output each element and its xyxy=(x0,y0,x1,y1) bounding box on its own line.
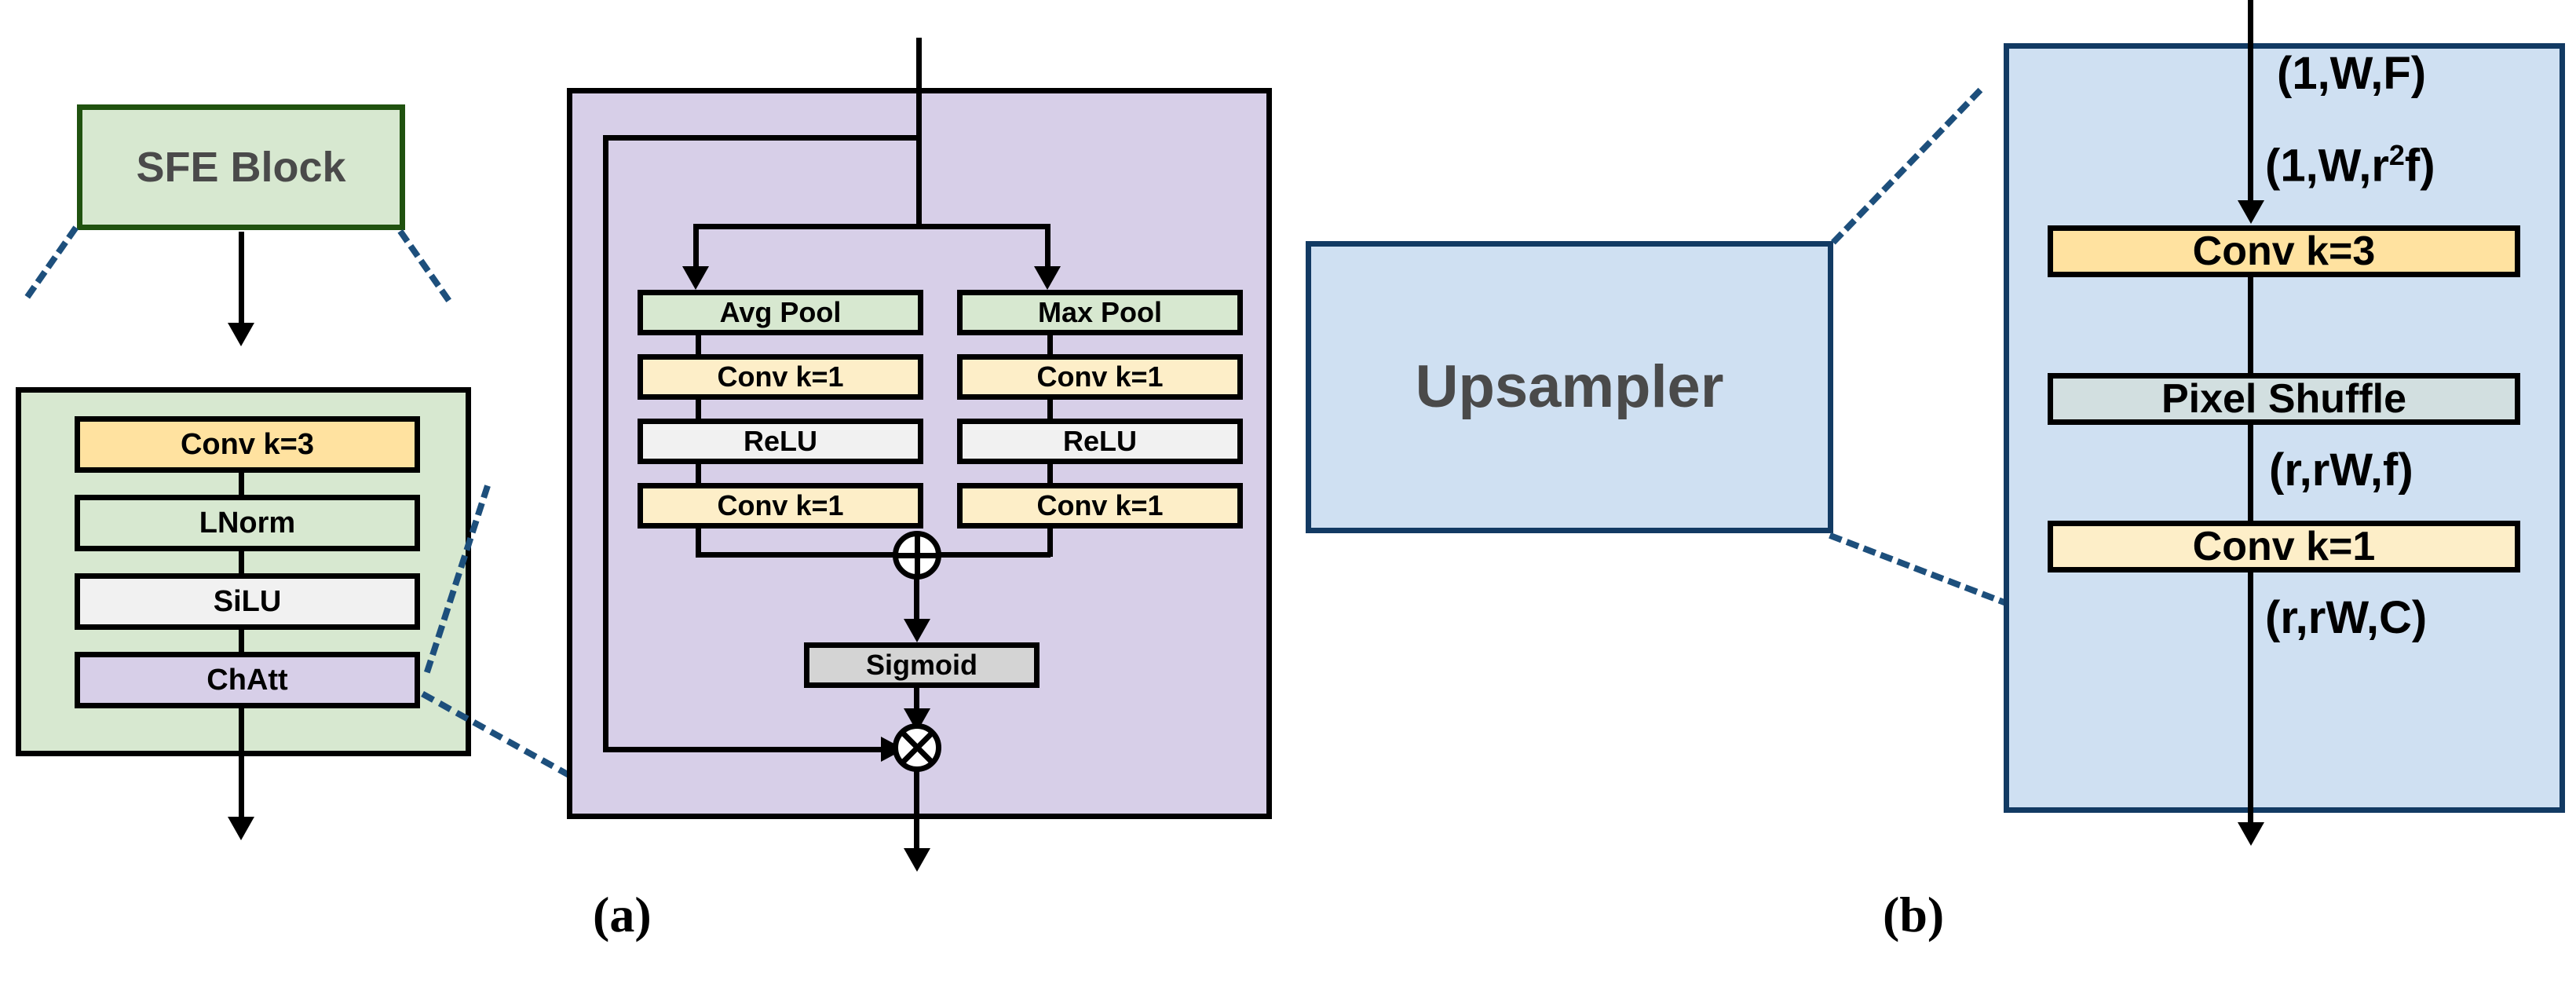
chatt-max-link-3 xyxy=(1047,461,1053,486)
chatt-sigmoid-to-scale xyxy=(914,685,919,730)
chatt-max-conv1-b: Conv k=1 xyxy=(957,483,1243,529)
chatt-output-line xyxy=(914,770,919,854)
chatt-sigmoid: Sigmoid xyxy=(804,642,1040,688)
chatt-skip-top xyxy=(603,135,919,141)
chatt-split-left-drop xyxy=(693,224,699,271)
upsampler-conv-k3: Conv k=3 xyxy=(2048,225,2520,277)
sfe-layer-silu: SiLU xyxy=(75,573,420,630)
shape-label-output: (r,rW,C) xyxy=(2265,592,2428,643)
upsampler-conv-k1: Conv k=1 xyxy=(2048,521,2520,572)
chatt-max-pool: Max Pool xyxy=(957,290,1243,335)
chatt-merge-to-sigmoid xyxy=(914,578,919,625)
chatt-input-trunk xyxy=(916,38,922,226)
upsampler-output-arrowhead xyxy=(2238,822,2264,846)
sfe-block-title: SFE Block xyxy=(136,144,346,191)
sfe-output-arrowhead xyxy=(228,817,254,840)
elementwise-add-operator xyxy=(893,531,941,580)
elementwise-multiply-operator xyxy=(893,723,941,772)
upsampler-output-line xyxy=(2248,569,2253,832)
sfe-block-title-box: SFE Block xyxy=(77,104,405,230)
shape-label-input: (1,W,F) xyxy=(2277,48,2427,99)
leader-upsampler-top xyxy=(1831,87,1983,245)
shape-label-mid1-post: f) xyxy=(2404,140,2435,192)
chatt-skip-left xyxy=(603,135,608,752)
chatt-avg-link-3 xyxy=(696,461,701,486)
chatt-sigmoid-arrowhead xyxy=(904,619,930,642)
chatt-output-arrowhead xyxy=(904,848,930,872)
upsampler-title-box: Upsampler xyxy=(1306,241,1833,533)
upsampler-input-arrowhead xyxy=(2238,200,2264,224)
chatt-merge-left-bar xyxy=(696,552,919,558)
leader-sfe-left xyxy=(24,225,79,299)
chatt-avg-conv1-b: Conv k=1 xyxy=(638,483,923,529)
chatt-max-arrowhead xyxy=(1034,266,1061,290)
upsampler-pixel-shuffle: Pixel Shuffle xyxy=(2048,373,2520,425)
sfe-layer-lnorm: LNorm xyxy=(75,495,420,551)
shape-label-mid1-sup: 2 xyxy=(2388,139,2405,171)
sfe-output-line xyxy=(239,705,244,821)
chatt-avg-arrowhead xyxy=(682,266,709,290)
chatt-avg-link-2 xyxy=(696,397,701,422)
chatt-split-right-drop xyxy=(1045,224,1050,271)
sfe-link-silu-chatt xyxy=(239,627,244,655)
chatt-avg-relu: ReLU xyxy=(638,419,923,464)
sfe-layer-conv-k3: Conv k=3 xyxy=(75,416,420,473)
shape-label-mid2: (r,rW,f) xyxy=(2269,444,2413,496)
chatt-avg-conv1-a: Conv k=1 xyxy=(638,354,923,400)
chatt-max-to-merge xyxy=(1047,525,1053,557)
sfe-entry-arrowhead xyxy=(228,323,254,346)
leader-upsampler-bottom xyxy=(1829,532,2030,615)
upsampler-link-shuffle-conv1 xyxy=(2248,422,2253,521)
chatt-avg-to-merge xyxy=(696,525,701,557)
upsampler-title: Upsampler xyxy=(1415,353,1724,420)
chatt-avg-pool: Avg Pool xyxy=(638,290,923,335)
chatt-split-bar xyxy=(693,224,1050,229)
upsampler-input-trunk xyxy=(2248,0,2253,212)
shape-label-mid1-pre: (1,W,r xyxy=(2265,140,2389,192)
sfe-entry-line xyxy=(239,232,244,327)
sfe-link-lnorm-silu xyxy=(239,548,244,576)
sfe-layer-chatt: ChAtt xyxy=(75,652,420,708)
leader-sfe-right xyxy=(397,229,451,303)
chatt-max-conv1-a: Conv k=1 xyxy=(957,354,1243,400)
chatt-merge-right-bar xyxy=(914,552,1050,558)
chatt-skip-bottom xyxy=(603,747,893,752)
chatt-max-relu: ReLU xyxy=(957,419,1243,464)
chatt-max-link-1 xyxy=(1047,332,1053,357)
sfe-link-conv-lnorm xyxy=(239,470,244,498)
caption-a: (a) xyxy=(593,887,652,942)
chatt-avg-link-1 xyxy=(696,332,701,357)
upsampler-expanded xyxy=(2004,43,2565,813)
upsampler-link-conv3-shuffle xyxy=(2248,274,2253,373)
caption-b: (b) xyxy=(1883,887,1945,942)
shape-label-mid1: (1,W,r2f) xyxy=(2265,139,2435,192)
chatt-max-link-2 xyxy=(1047,397,1053,422)
